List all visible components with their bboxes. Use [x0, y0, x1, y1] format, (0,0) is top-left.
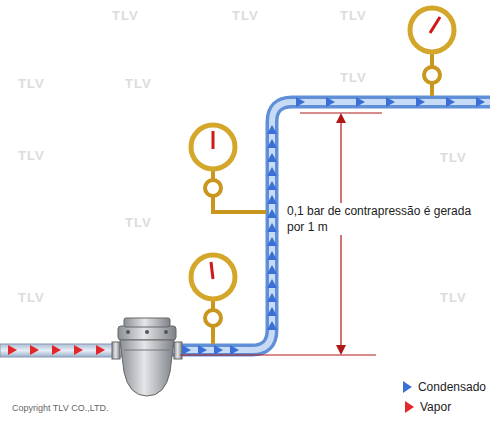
watermark: TLV	[440, 150, 467, 165]
flow-arrow	[198, 345, 207, 355]
pipe-highlight	[170, 102, 490, 350]
flow-arrow	[326, 97, 335, 107]
flow-arrow	[356, 97, 365, 107]
legend-item: Condensado	[403, 380, 486, 394]
watermark: TLV	[112, 8, 139, 23]
flow-arrow	[30, 345, 39, 355]
flow-arrows	[8, 97, 485, 355]
flow-arrow	[74, 345, 83, 355]
flow-arrow	[52, 345, 61, 355]
flow-arrow	[267, 195, 277, 204]
flow-arrow	[267, 279, 277, 288]
flow-arrow	[96, 345, 105, 355]
condensate-pipe	[170, 102, 490, 350]
watermark: TLV	[18, 76, 45, 91]
flow-arrow	[214, 345, 223, 355]
flow-arrow	[446, 97, 455, 107]
flow-arrow	[267, 139, 277, 148]
legend-text: Vapor	[420, 400, 451, 414]
flow-arrow	[386, 97, 395, 107]
flow-arrow	[267, 125, 277, 134]
flow-arrow	[267, 321, 277, 330]
legend-swatch	[403, 381, 412, 393]
flow-arrow	[267, 307, 277, 316]
pressure-gauge	[410, 8, 454, 96]
flow-arrow	[267, 209, 277, 218]
copyright: Copyright TLV CO.,LTD.	[12, 403, 109, 413]
legend-swatch	[405, 401, 414, 413]
watermark: TLV	[18, 148, 45, 163]
pressure-gauge	[191, 255, 235, 344]
watermark: TLV	[340, 70, 367, 85]
flow-arrow	[267, 237, 277, 246]
flow-arrow	[267, 265, 277, 274]
flow-arrow	[267, 251, 277, 260]
watermark: TLV	[125, 215, 152, 230]
flow-arrow	[296, 97, 305, 107]
watermark: TLV	[125, 76, 152, 91]
flow-arrow	[267, 167, 277, 176]
steam-trap	[112, 318, 182, 396]
watermark: TLV	[232, 8, 259, 23]
inlet-pipe	[0, 344, 122, 357]
flow-arrow	[267, 293, 277, 302]
legend-text: Condensado	[418, 380, 486, 394]
watermark: TLV	[18, 290, 45, 305]
flow-arrow	[8, 345, 17, 355]
legend-item: Vapor	[405, 400, 451, 414]
flow-arrow	[416, 97, 425, 107]
flow-arrow	[230, 345, 239, 355]
flow-arrow	[182, 345, 191, 355]
flow-arrow	[267, 153, 277, 162]
backpressure-note: 0,1 bar de contrapressão é gerada por 1 …	[285, 203, 485, 235]
flow-arrow	[267, 181, 277, 190]
pressure-gauge	[191, 125, 266, 212]
watermark: TLV	[440, 290, 467, 305]
watermark: TLV	[340, 8, 367, 23]
flow-arrow	[476, 97, 485, 107]
flow-arrow	[267, 223, 277, 232]
